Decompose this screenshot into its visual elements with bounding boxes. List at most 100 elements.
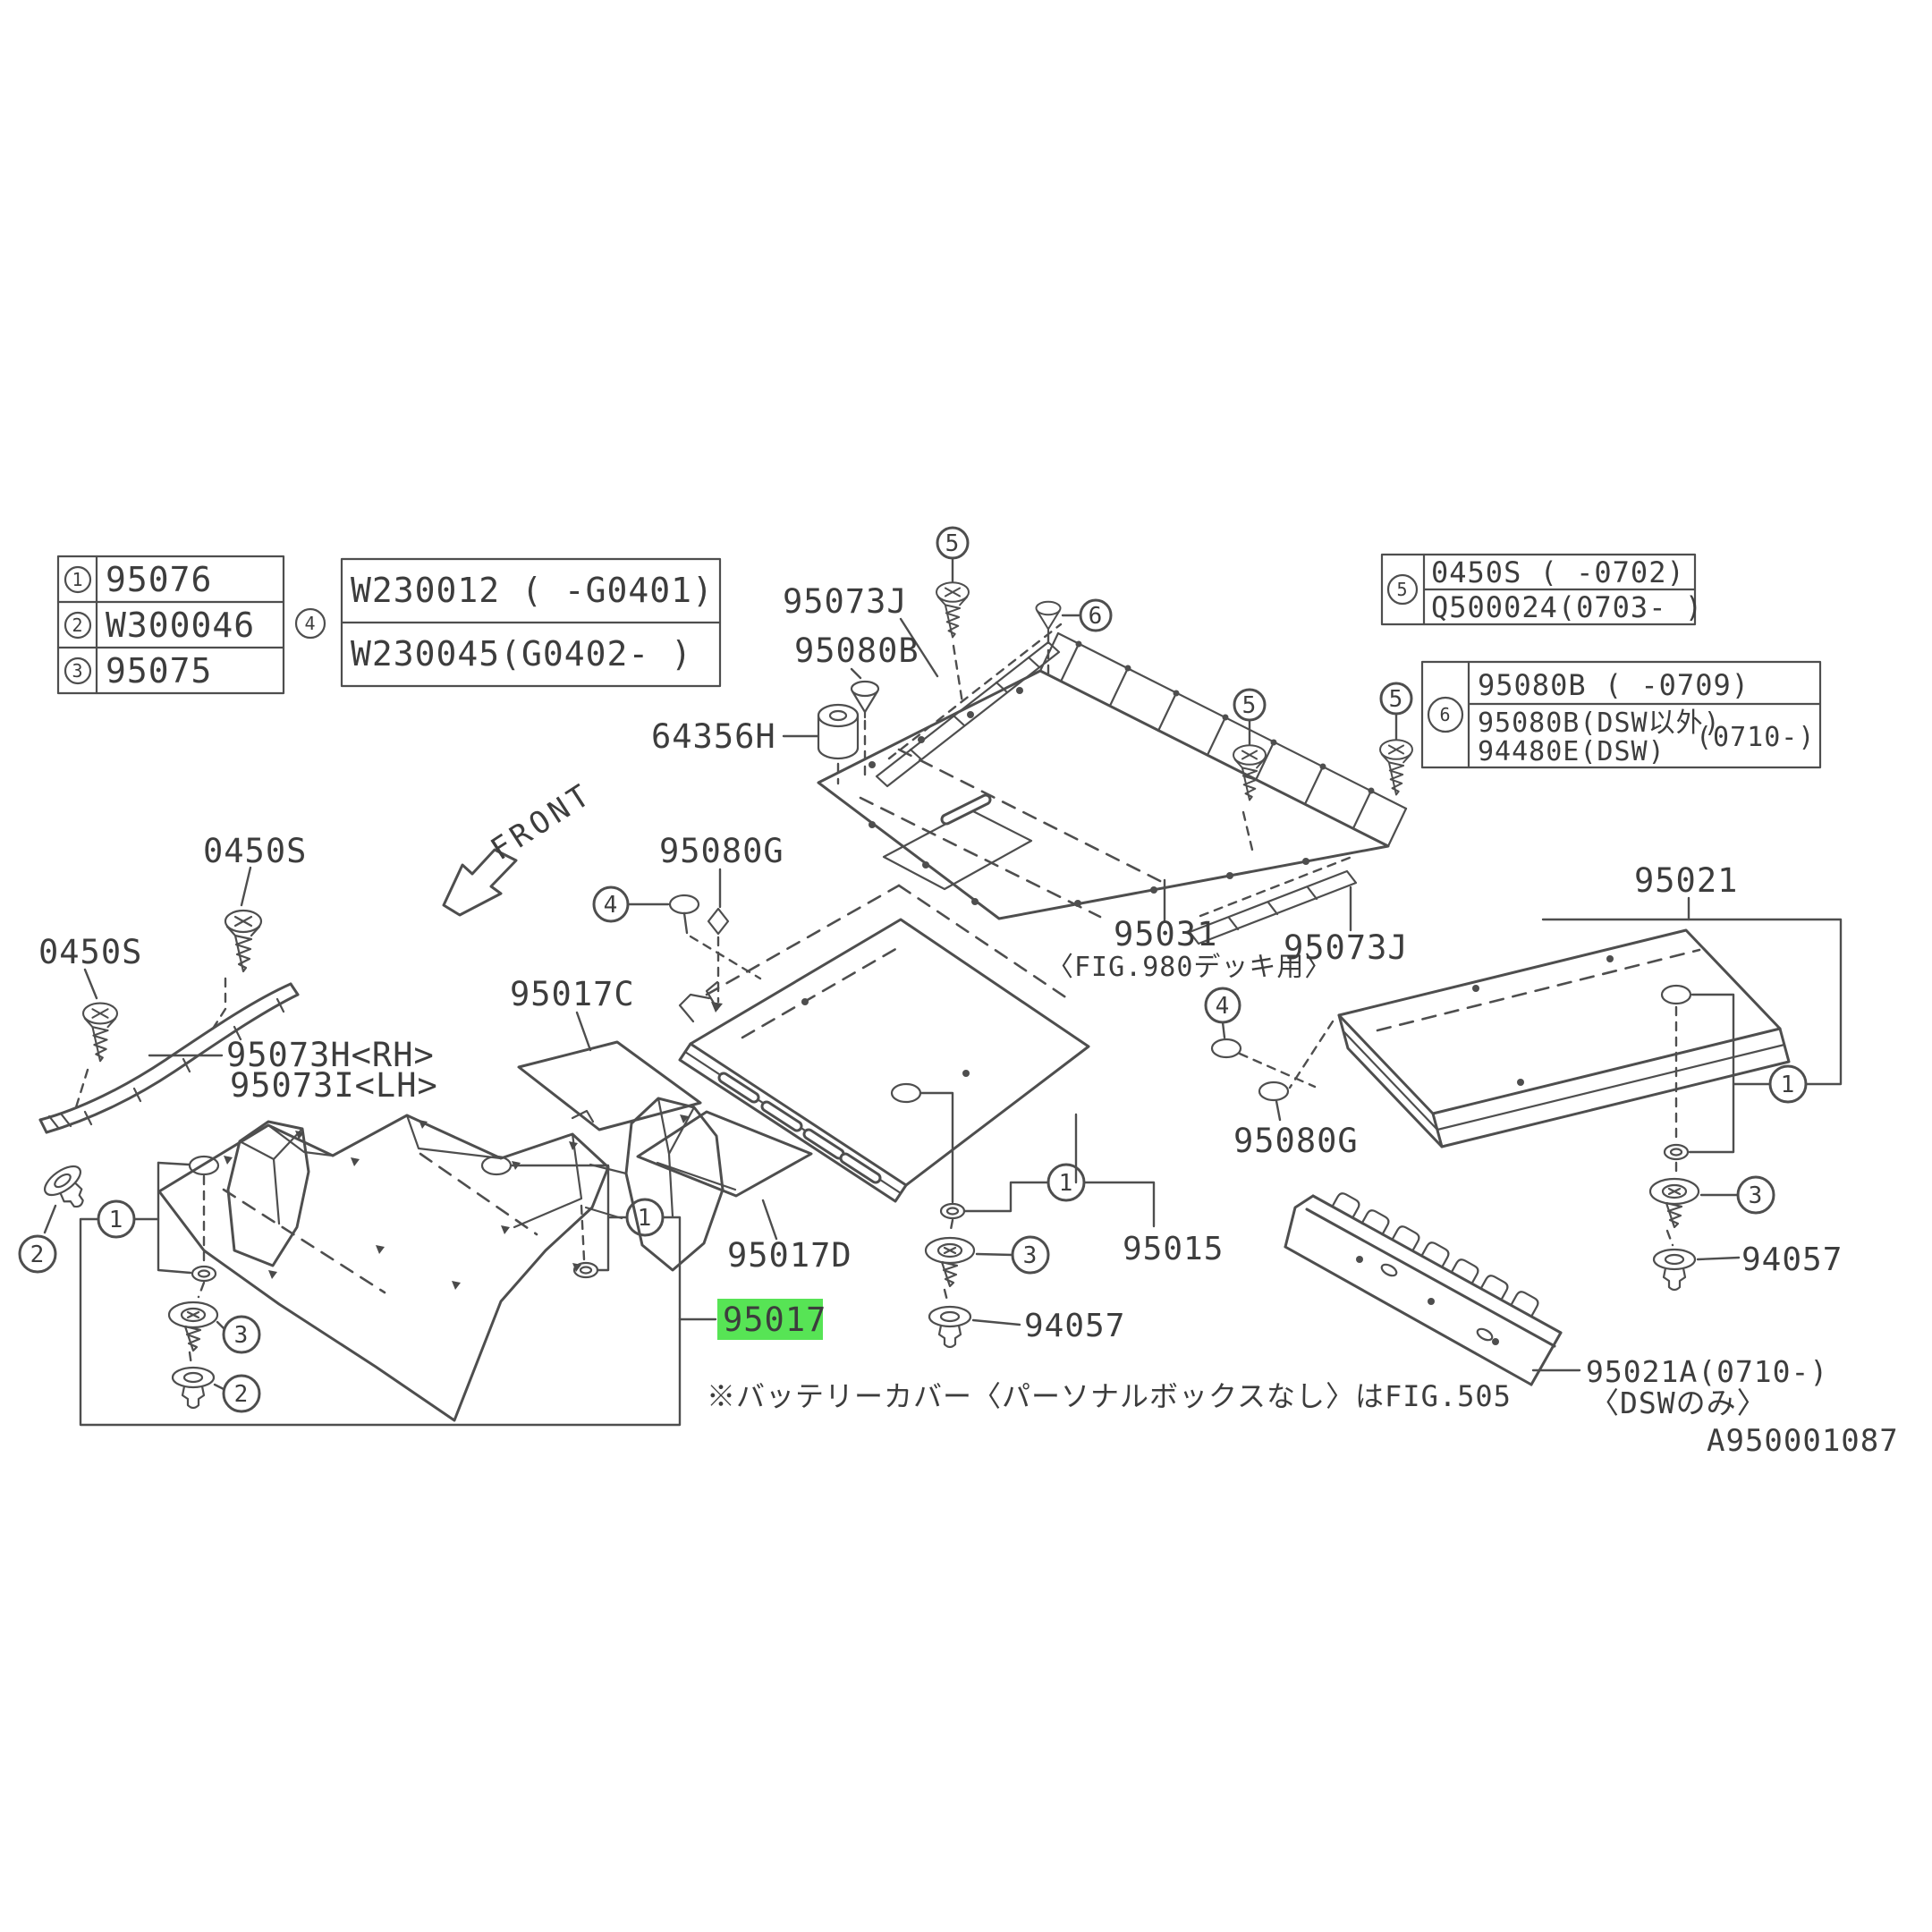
front-direction: FRONT	[442, 775, 600, 917]
sill-95021a-assembly: 95021A(0710-) 〈DSWのみ〉	[1284, 1190, 1828, 1420]
ref-table-6: 6 95080B ( -0709) 95080B(DSW以外) 94480E(D…	[1420, 660, 1822, 769]
callout-number: 2	[30, 1241, 46, 1268]
clip-95080g-center: 95080G	[659, 832, 784, 1013]
floor-mat-95017-drawing	[157, 1097, 724, 1422]
part-label-95017: 95017	[723, 1301, 826, 1339]
washer-icon	[572, 1261, 599, 1279]
deck-board-95031-assembly: 5 95073J 95080B 64356H 6	[651, 526, 1409, 983]
part-label-95021: 95021	[1634, 861, 1738, 900]
ref-number: 5	[1396, 579, 1408, 600]
ref-circle-1	[64, 565, 92, 594]
callout-number: 5	[1389, 686, 1404, 713]
part-label-95080g: 95080G	[659, 832, 784, 870]
trim-clip-icon	[1652, 1248, 1697, 1292]
part-label-64356h: 64356H	[651, 717, 776, 756]
callout-number: 1	[109, 1207, 124, 1233]
grommet-screw-icon	[1648, 1177, 1700, 1229]
table-part-number: 95080B ( -0709)	[1478, 668, 1750, 702]
part-label-95031: 95031	[1114, 915, 1217, 953]
trim-clip-icon	[38, 1159, 98, 1219]
sill-95021a-drawing	[1284, 1190, 1563, 1386]
push-clip-icon	[1035, 600, 1062, 635]
tray-95015-assembly: 1 95015 3 94057	[678, 884, 1224, 1349]
tapping-screw-icon	[81, 1002, 119, 1063]
part-label-95021a: 95021A(0710-)	[1586, 1354, 1828, 1389]
part-label-95073j-right: 95073J	[1284, 928, 1409, 967]
ref-table-1-3: 1 2 3 95076 W300046 95075	[56, 555, 285, 695]
ref-number: 1	[72, 569, 83, 590]
part-label-94057: 94057	[1741, 1241, 1843, 1278]
ref-table-5: 5 0450S ( -0702) Q500024(0703- )	[1380, 553, 1703, 626]
callout-number: 4	[604, 892, 619, 919]
oval-clip-icon	[668, 894, 700, 915]
callout-number: 4	[1216, 993, 1231, 1020]
ref-number: 4	[304, 613, 316, 634]
tapping-screw-icon	[1379, 739, 1413, 796]
deck-side-rail	[1038, 631, 1408, 848]
trim-clip-icon	[928, 1305, 972, 1349]
grommet-clip-icon	[707, 907, 730, 936]
trim-clip-icon	[171, 1366, 216, 1410]
deck-board-95031-drawing	[817, 631, 1408, 920]
callout-number: 1	[638, 1205, 653, 1232]
mat-95021-drawing	[1288, 928, 1791, 1148]
part-label-95031-note: 〈FIG.980デッキ用〉	[1046, 952, 1332, 983]
cylinder-grommet-icon	[817, 703, 860, 760]
ref-circle-4	[294, 607, 326, 640]
oval-grommet-icon	[890, 1082, 922, 1104]
oval-grommet-icon	[1660, 984, 1692, 1005]
ref-circle-3	[64, 657, 92, 685]
grommet-screw-icon	[924, 1236, 976, 1288]
table-part-number: 95076	[106, 560, 212, 599]
side-rail-assembly: 0450S 0450S 95073H<RH> 95073I<LH>	[38, 832, 438, 1134]
callout-number: 1	[1781, 1072, 1796, 1098]
drawing-number: A950001087	[1707, 1423, 1899, 1459]
tapping-screw-icon	[936, 581, 970, 639]
part-label-95017c: 95017C	[510, 975, 635, 1013]
callout-number: 1	[1059, 1170, 1074, 1197]
table-part-number: W230012 ( -G0401)	[351, 571, 714, 610]
table-part-number: 95075	[106, 651, 212, 691]
floor-mat-95017-assembly: 2 1 1 95017 3 2	[18, 1097, 826, 1427]
ref-circle-2	[64, 611, 92, 640]
oval-clip-icon	[1258, 1080, 1290, 1102]
table-part-number: W300046	[106, 606, 255, 645]
part-label-95017d: 95017D	[727, 1236, 852, 1275]
part-label-95015: 95015	[1123, 1231, 1224, 1267]
tapping-screw-icon	[1233, 744, 1267, 801]
oval-clip-icon	[1210, 1038, 1242, 1059]
table-date-range: (0710-)	[1696, 722, 1815, 753]
washer-icon	[939, 1202, 966, 1220]
table-part-number: W230045(G0402- )	[351, 634, 692, 674]
ref-circle-6	[1427, 696, 1464, 733]
grommet-screw-icon	[167, 1301, 219, 1352]
front-arrow-icon	[442, 848, 518, 917]
rail-95073h-drawing	[38, 982, 300, 1134]
tray-95015-drawing	[678, 884, 1090, 1203]
part-label-94057: 94057	[1024, 1308, 1125, 1344]
ref-number: 3	[72, 660, 83, 682]
callout-number: 5	[1242, 692, 1258, 719]
washer-icon	[1663, 1143, 1690, 1161]
callout-number: 3	[234, 1322, 250, 1349]
ref-number: 2	[72, 614, 83, 636]
part-label-95073i: 95073I<LH>	[230, 1066, 438, 1105]
callout-number: 3	[1749, 1182, 1764, 1209]
callout-number: 6	[1089, 603, 1104, 630]
highlight-95017	[717, 1299, 823, 1340]
table-part-number: Q500024(0703- )	[1431, 590, 1703, 624]
ref-table-4: 4 W230012 ( -G0401) W230045(G0402- )	[294, 557, 722, 688]
pad-95017c: 95017C	[510, 975, 702, 1131]
part-label-0450s: 0450S	[203, 832, 307, 870]
callout-number: 2	[234, 1381, 250, 1408]
part-label-95073h: 95073H<RH>	[226, 1036, 435, 1074]
retainer-strip-95073j-right	[1188, 854, 1358, 945]
table-part-number: 95080B(DSW以外)	[1478, 708, 1721, 739]
table-part-number: 94480E(DSW)	[1478, 736, 1665, 767]
part-label-0450s: 0450S	[38, 933, 142, 971]
callout-4-center: 4	[592, 886, 762, 980]
front-label: FRONT	[485, 775, 600, 868]
pad-95017d: 95017D	[636, 1110, 852, 1275]
part-label-95080b: 95080B	[794, 631, 919, 670]
